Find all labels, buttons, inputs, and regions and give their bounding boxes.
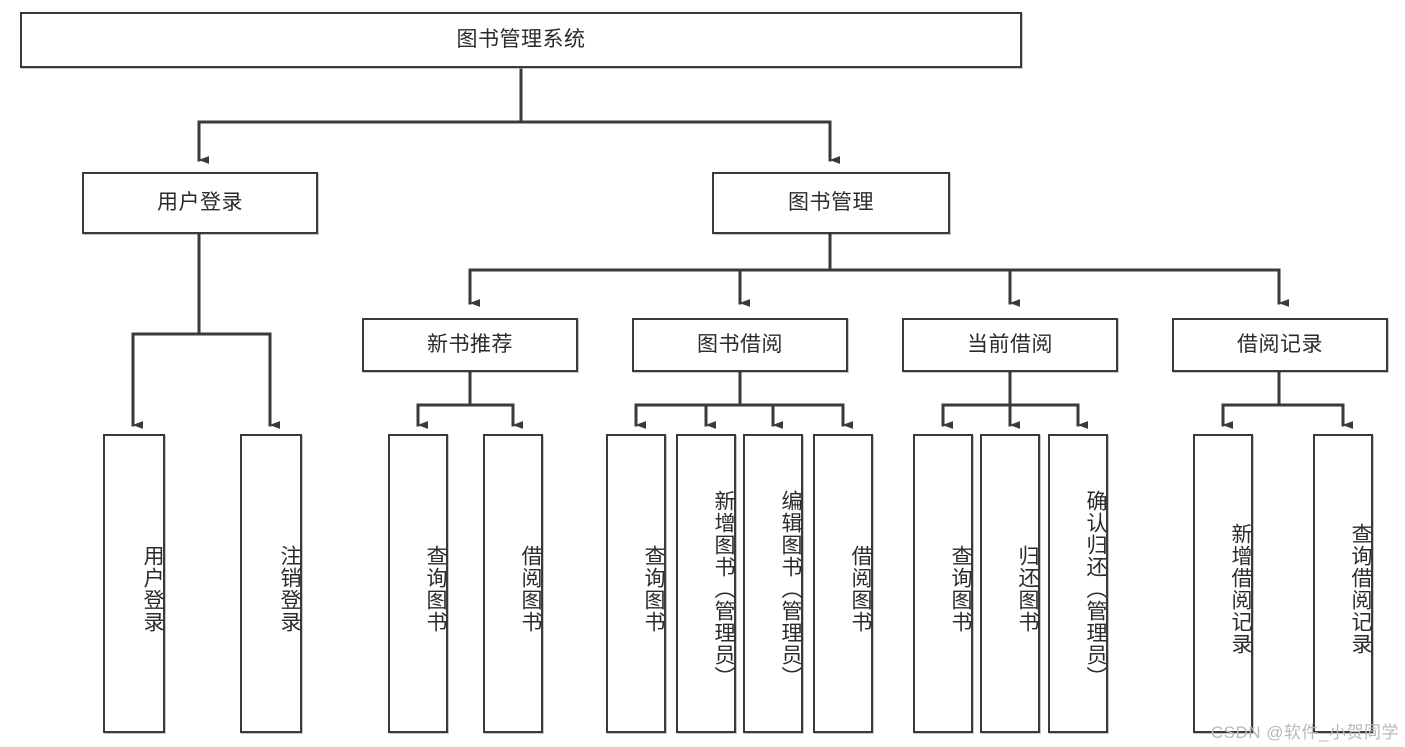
leaf-edit-book-admin[interactable]: 编辑图书（管理员） [743,434,803,733]
node-label: 图书借阅 [697,333,783,357]
csdn-watermark: CSDN @软件_小贺同学 [1210,723,1399,742]
leaf-confirm-return-admin[interactable]: 确认归还（管理员） [1048,434,1108,733]
node-user-login[interactable]: 用户登录 [82,172,318,234]
node-root-system[interactable]: 图书管理系统 [20,12,1022,68]
node-label: 查询图书 [424,544,447,633]
node-label: 新增图书（管理员） [712,489,735,688]
leaf-query-borrow-record[interactable]: 查询借阅记录 [1313,434,1373,733]
leaf-query-book-current[interactable]: 查询图书 [913,434,973,733]
node-label: 借阅记录 [1237,333,1323,357]
node-label: 图书管理系统 [456,28,586,52]
node-label: 借阅图书 [849,544,872,633]
node-label: 借阅图书 [519,544,542,633]
node-label: 用户登录 [157,191,243,215]
leaf-user-login[interactable]: 用户登录 [103,434,165,733]
node-current-borrow[interactable]: 当前借阅 [902,318,1118,372]
node-label: 确认归还（管理员） [1084,489,1107,688]
leaf-add-borrow-record[interactable]: 新增借阅记录 [1193,434,1253,733]
leaf-logout[interactable]: 注销登录 [240,434,302,733]
node-borrow-record[interactable]: 借阅记录 [1172,318,1388,372]
leaf-borrow-book[interactable]: 借阅图书 [813,434,873,733]
leaf-add-book-admin[interactable]: 新增图书（管理员） [676,434,736,733]
node-new-book-recommend[interactable]: 新书推荐 [362,318,578,372]
leaf-query-book-new[interactable]: 查询图书 [388,434,448,733]
node-label: 用户登录 [141,544,164,633]
node-label: 注销登录 [278,544,301,633]
node-label: 查询借阅记录 [1349,522,1372,655]
node-label: 查询图书 [949,544,972,633]
leaf-query-book-borrow[interactable]: 查询图书 [606,434,666,733]
node-label: 编辑图书（管理员） [779,489,802,688]
node-label: 当前借阅 [967,333,1053,357]
node-label: 图书管理 [788,191,874,215]
node-label: 查询图书 [642,544,665,633]
node-label: 归还图书 [1016,544,1039,633]
node-book-borrow[interactable]: 图书借阅 [632,318,848,372]
leaf-borrow-book-new[interactable]: 借阅图书 [483,434,543,733]
node-label: 新书推荐 [427,333,513,357]
node-book-manage[interactable]: 图书管理 [712,172,950,234]
node-label: 新增借阅记录 [1229,522,1252,655]
leaf-return-book[interactable]: 归还图书 [980,434,1040,733]
